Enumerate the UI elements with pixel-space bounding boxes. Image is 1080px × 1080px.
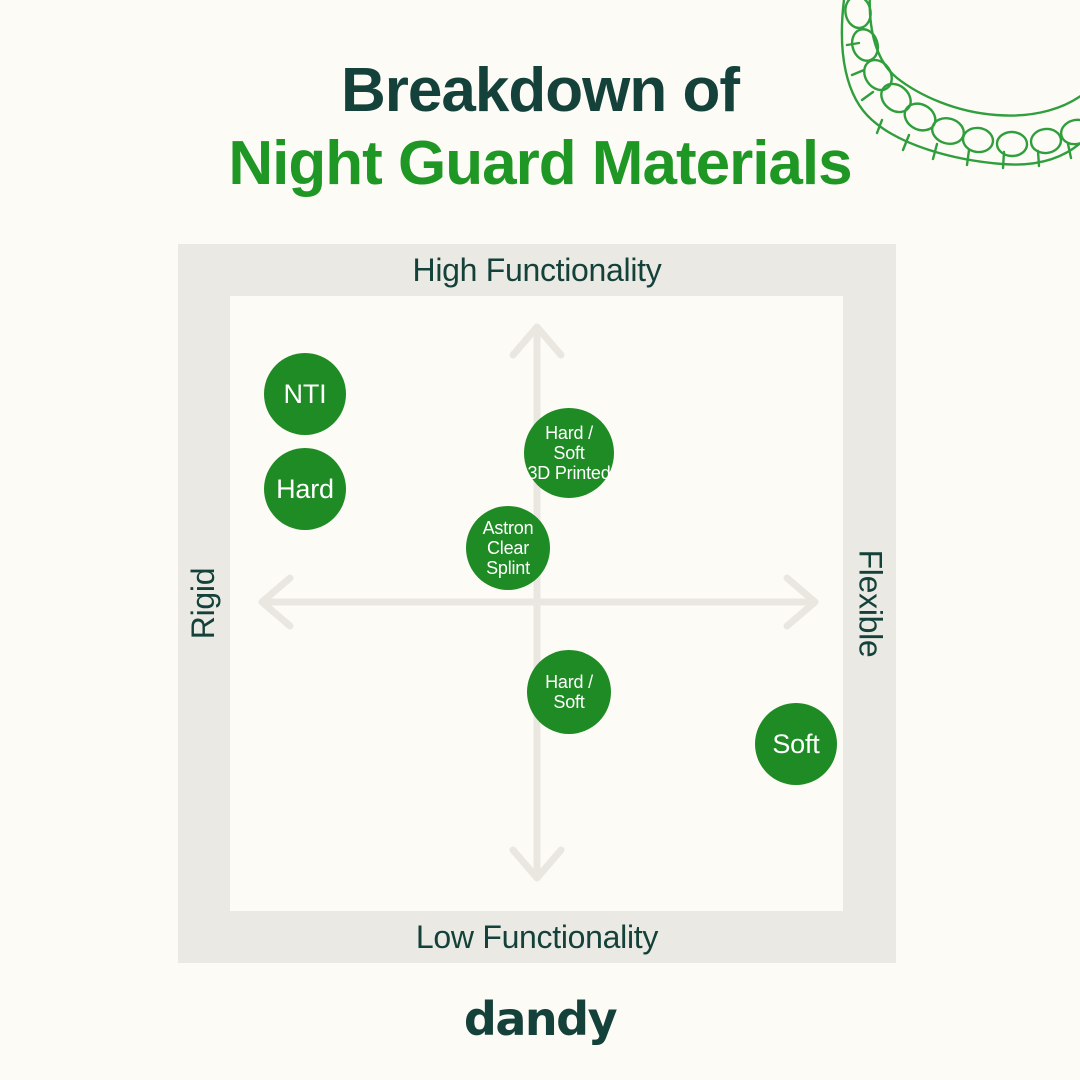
- high-functionality-label: High Functionality: [412, 251, 662, 288]
- low-functionality-label: Low Functionality: [415, 918, 659, 955]
- plot-area: [230, 296, 843, 911]
- arrow-up-icon: [509, 323, 565, 359]
- arrow-down-icon: [509, 846, 565, 882]
- flexible-label: Flexible: [843, 244, 896, 963]
- tooth: [880, 82, 912, 114]
- tooth-separator: [931, 142, 939, 161]
- tooth: [961, 126, 995, 154]
- arch-gum-curve: [868, 0, 1080, 117]
- quadrant-chart: High Functionality Low Functionality Rig…: [178, 244, 896, 963]
- tooth-separator: [1001, 150, 1006, 170]
- tooth: [1059, 118, 1080, 146]
- rigid-label-text: Rigid: [185, 567, 222, 640]
- tooth: [1029, 127, 1063, 155]
- tooth-separator: [1066, 142, 1073, 160]
- arrow-right-icon: [783, 574, 819, 630]
- tooth: [995, 130, 1029, 158]
- arch-outer-curve: [840, 0, 1080, 166]
- flexible-label-text: Flexible: [852, 549, 888, 658]
- page-title: Breakdown of Night Guard Materials: [0, 54, 1080, 200]
- tooth: [863, 58, 893, 92]
- dental-arch-illustration: [840, 0, 1080, 170]
- title-line-2: Night Guard Materials: [228, 129, 852, 199]
- tooth-separator: [901, 133, 911, 152]
- dandy-logo: dandy: [463, 992, 618, 1046]
- tooth-separator: [1036, 149, 1041, 168]
- title-line-1: Breakdown of: [341, 56, 740, 125]
- tooth-separator: [860, 90, 875, 102]
- rigid-label: Rigid: [178, 244, 230, 963]
- tooth-separator: [850, 68, 866, 77]
- arrow-left-icon: [258, 574, 294, 630]
- tooth: [844, 0, 872, 30]
- axes-arrows-icon: [258, 323, 819, 882]
- tooth-separator: [965, 148, 971, 167]
- tooth-separator: [875, 118, 884, 135]
- tooth-separator: [845, 41, 861, 47]
